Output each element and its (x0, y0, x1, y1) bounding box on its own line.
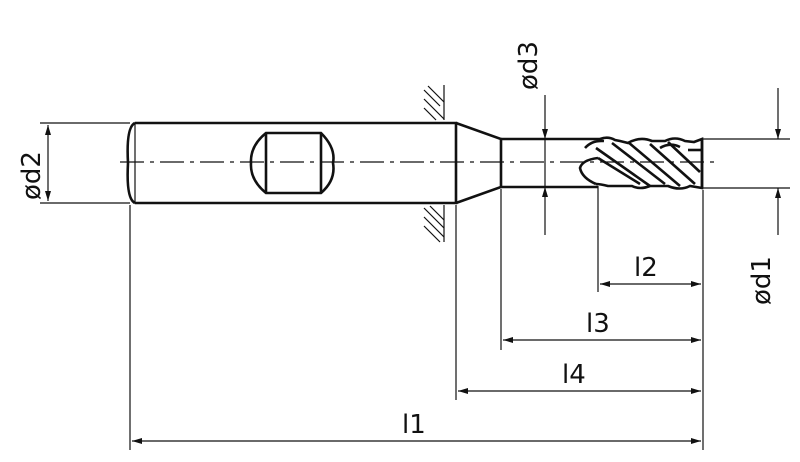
label-d3: ød3 (514, 41, 544, 90)
label-l4: l4 (562, 360, 586, 390)
label-l2: l2 (634, 253, 658, 283)
extension-lines (40, 122, 790, 450)
label-d2: ød2 (17, 151, 47, 200)
label-l1: l1 (402, 410, 426, 440)
clamp-wall (423, 85, 445, 243)
shank (126, 121, 458, 205)
cutting-flutes (578, 136, 704, 190)
dimension-lines (45, 88, 781, 444)
label-d1: ød1 (747, 256, 777, 305)
label-l3: l3 (586, 309, 610, 339)
neck (455, 121, 598, 205)
